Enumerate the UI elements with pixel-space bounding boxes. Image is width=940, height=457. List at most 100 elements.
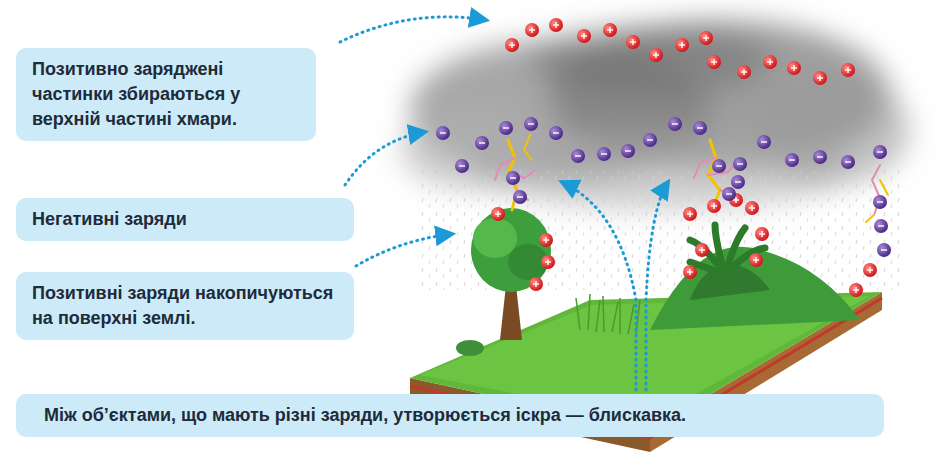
hill-with-bush [650, 225, 860, 330]
charge-sign [819, 75, 820, 81]
charge-sign [761, 141, 767, 142]
callout-box: Між об’єктами, що мають різні заряди, ут… [16, 394, 884, 437]
positive-charge [577, 29, 591, 43]
charge-sign [697, 127, 703, 128]
charge-sign [751, 205, 752, 211]
negative-charge [722, 187, 736, 201]
charge-sign [869, 267, 870, 273]
charge-sign [459, 165, 465, 166]
positive-charge [529, 277, 543, 291]
negative-charge [813, 150, 827, 164]
callout-box: Негативні заряди [16, 198, 354, 241]
positive-charge [849, 283, 863, 297]
negative-charge [475, 136, 489, 150]
negative-charge [877, 243, 891, 257]
positive-charge [707, 55, 721, 69]
positive-charge [841, 63, 855, 77]
negative-charge [712, 159, 726, 173]
charge-sign [517, 196, 523, 197]
charge-sign [817, 156, 823, 157]
charge-sign [847, 67, 848, 73]
grass [576, 294, 640, 334]
callout-box: Позитивні заряди накопичуються на поверх… [16, 272, 354, 340]
charge-sign [625, 150, 631, 151]
charge-sign [878, 225, 884, 226]
positive-charge [737, 65, 751, 79]
charge-sign [855, 287, 856, 293]
charge-sign [737, 163, 743, 164]
charge-sign [545, 237, 546, 243]
charge-sign [681, 42, 682, 48]
callout-text: Позитивні заряди накопичуються на поверх… [32, 281, 340, 331]
charge-sign [632, 39, 633, 45]
callout-text: Негативні заряди [32, 207, 340, 232]
charge-sign [583, 33, 584, 39]
charge-sign [647, 139, 653, 140]
positive-charge [707, 199, 721, 213]
positive-charge [626, 35, 640, 49]
negative-charge [873, 195, 887, 209]
charge-sign [877, 201, 883, 202]
charge-sign [705, 35, 706, 41]
positive-charge [683, 265, 697, 279]
positive-charge [699, 31, 713, 45]
lightning-bolts [495, 135, 888, 222]
charge-sign [755, 257, 756, 263]
charge-sign [701, 247, 702, 253]
charge-sign [769, 59, 770, 65]
callout-text: Позитивно заряджені частинки збираються … [32, 57, 302, 132]
positive-charge [505, 38, 519, 52]
charge-sign [877, 151, 883, 152]
charge-sign [535, 281, 536, 287]
charge-sign [735, 181, 741, 182]
positive-charge [745, 201, 759, 215]
charge-sign [575, 155, 581, 156]
negative-charge [455, 159, 469, 173]
charge-sign [503, 127, 509, 128]
charge-sign [881, 249, 887, 250]
charge-sign [713, 203, 714, 209]
positive-charge [649, 48, 663, 62]
charge-sign [689, 211, 690, 217]
positive-charge [763, 55, 777, 69]
positive-charge [541, 255, 555, 269]
negative-charge [524, 117, 538, 131]
negative-charge [668, 117, 682, 131]
negative-charge [513, 190, 527, 204]
charge-sign [531, 27, 532, 33]
charge-sign [547, 259, 548, 265]
charge-sign [716, 165, 722, 166]
charge-sign [743, 69, 744, 75]
positive-charge [549, 18, 563, 32]
negative-charge [873, 145, 887, 159]
negative-charge [621, 144, 635, 158]
charge-sign [793, 65, 794, 71]
positive-charge [675, 38, 689, 52]
positive-charge [603, 23, 617, 37]
charge-sign [789, 159, 795, 160]
positive-charge [491, 207, 505, 221]
charge-sign [553, 132, 559, 133]
positive-charge [755, 227, 769, 241]
charge-sign [555, 22, 556, 28]
charge-sign [845, 161, 851, 162]
leader-arrows [340, 17, 668, 390]
charge-sign [735, 197, 736, 203]
charge-sign [672, 123, 678, 124]
negative-charge [841, 155, 855, 169]
charge-sign [497, 211, 498, 217]
callout-box: Позитивно заряджені частинки збираються … [16, 48, 316, 141]
charge-sign [726, 193, 732, 194]
tree [471, 208, 551, 340]
charge-sign [655, 52, 656, 58]
positive-charge [539, 233, 553, 247]
positive-charge [525, 23, 539, 37]
negative-charge [785, 153, 799, 167]
negative-charge [874, 219, 888, 233]
negative-charge [506, 171, 520, 185]
charge-sign [689, 269, 690, 275]
positive-charge [749, 253, 763, 267]
charge-sign [713, 59, 714, 65]
negative-charge [643, 133, 657, 147]
charge-particles [436, 18, 891, 297]
